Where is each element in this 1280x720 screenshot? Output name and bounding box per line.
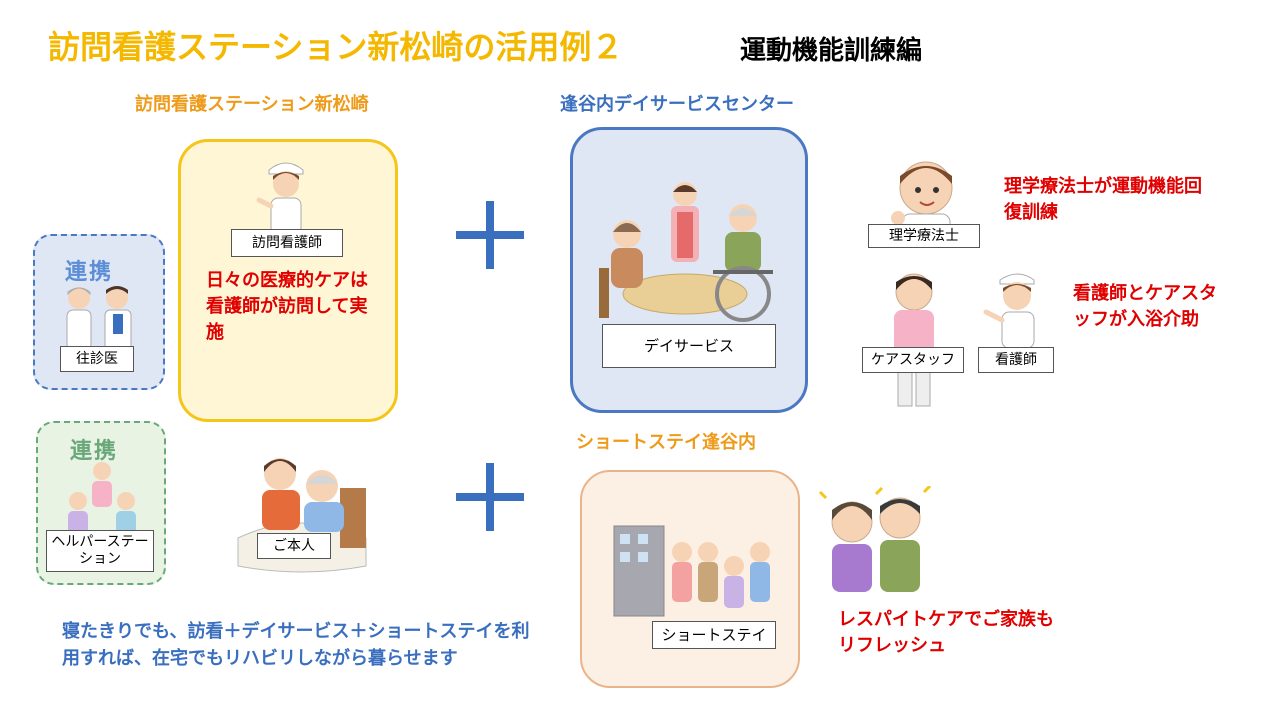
nurse-label: 看護師 — [978, 347, 1054, 373]
summary-text: 寝たきりでも、訪看＋デイサービス＋ショートステイを利用すれば、在宅でもリハビリし… — [62, 621, 530, 669]
care-staff-label: ケアスタッフ — [862, 347, 964, 373]
helper-station-label: ヘルパーステーション — [46, 530, 154, 572]
nurse-icon — [256, 162, 304, 235]
center-heading: 逢谷内デイサービスセンター — [560, 94, 794, 115]
short-stay-box — [580, 470, 800, 688]
renkei-label: 連携 — [65, 260, 114, 285]
short-stay-label: ショートステイ — [652, 621, 776, 649]
short-stay-scene-icon — [613, 525, 770, 617]
page-title: 訪問看護ステーション新松崎の活用例２ — [48, 28, 624, 66]
doctor-label: 往診医 — [60, 346, 134, 372]
doctor-collab-box: 連携 — [33, 234, 165, 390]
respite-desc: レスパイトケアでご家族もリフレッシュ — [838, 609, 1054, 657]
short-stay-heading: ショートステイ逢谷内 — [576, 432, 756, 453]
plus-icon — [456, 201, 524, 269]
patient-label: ご本人 — [257, 533, 331, 559]
day-service-scene-icon — [599, 182, 773, 322]
nurse-staff-icon — [983, 273, 1035, 349]
visiting-nurse-box — [178, 139, 398, 422]
physical-therapist-desc: 理学療法士が運動機能回復訓練 — [1004, 176, 1202, 224]
plus-icon — [456, 463, 524, 531]
visiting-nurse-label: 訪問看護師 — [231, 229, 343, 257]
day-service-label: デイサービス — [602, 324, 776, 368]
bath-assist-desc: 看護師とケアスタッフが入浴介助 — [1073, 283, 1217, 331]
page-subtitle: 運動機能訓練編 — [740, 36, 923, 66]
visiting-nurse-desc: 日々の医療的ケアは看護師が訪問して実施 — [206, 270, 368, 344]
left-heading: 訪問看護ステーション新松崎 — [135, 94, 369, 115]
day-service-box — [570, 127, 808, 413]
happy-family-icon — [818, 486, 932, 592]
doctor-nurse-icon — [66, 286, 132, 353]
physical-therapist-label: 理学療法士 — [868, 224, 980, 248]
helpers-icon — [68, 462, 136, 535]
care-staff-icon — [894, 273, 934, 407]
renkei-label: 連携 — [70, 439, 119, 464]
